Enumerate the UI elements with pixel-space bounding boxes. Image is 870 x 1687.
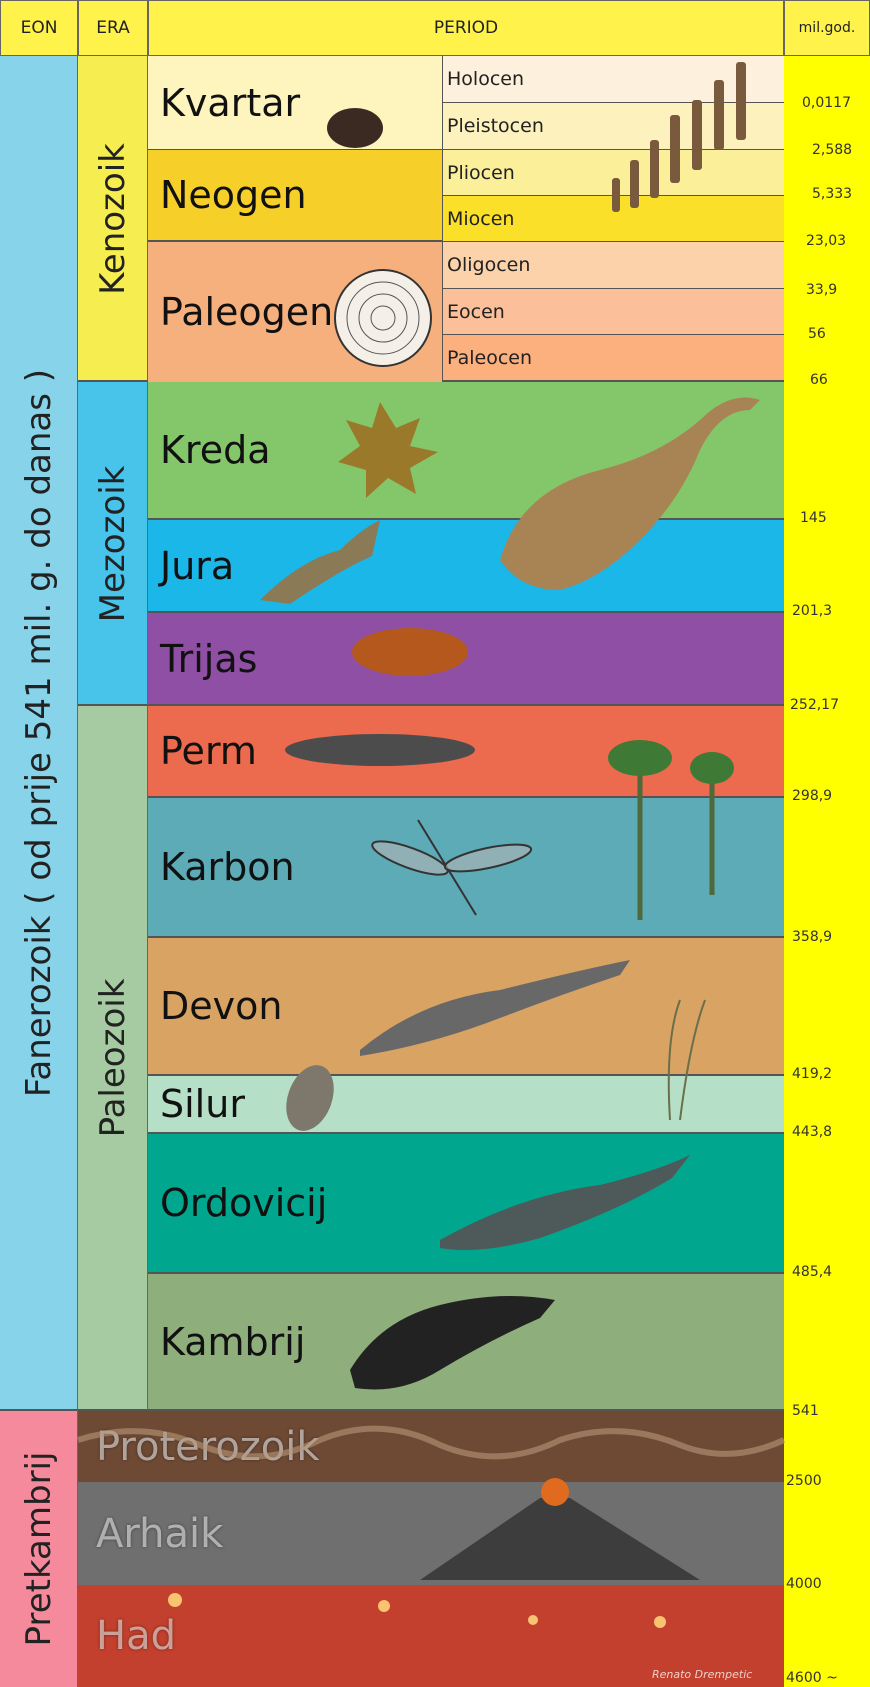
period-kvartar-label: Kvartar <box>160 81 300 125</box>
period-neogen-label: Neogen <box>160 173 307 217</box>
era-mezozoik-label: Mezozoik <box>93 466 133 623</box>
age-label: 66 <box>810 372 828 388</box>
band-proterozoik-label: Proterozoik <box>96 1424 320 1470</box>
era-kenozoik-label: Kenozoik <box>93 143 133 295</box>
age-label: 4600 ~ <box>786 1670 838 1686</box>
epoch-paleocen-label: Paleocen <box>447 347 532 369</box>
age-label: 2,588 <box>812 142 852 158</box>
age-label: 358,9 <box>792 929 832 945</box>
era-paleozoik-label: Paleozoik <box>93 979 133 1138</box>
eon-fanerozoik: Fanerozoik ( od prije 541 mil. g. do dan… <box>0 56 78 1411</box>
eon-pretkambrij: Pretkambrij <box>0 1411 78 1687</box>
epoch-pleistocen-label: Pleistocen <box>447 115 544 137</box>
age-label: 23,03 <box>806 233 846 249</box>
period-perm-label: Perm <box>160 729 257 773</box>
age-label: 33,9 <box>806 282 837 298</box>
period-kvartar: Kvartar <box>148 56 442 150</box>
period-silur-label: Silur <box>160 1082 245 1126</box>
header-age: mil.god. <box>784 0 870 56</box>
age-label: 201,3 <box>792 603 832 619</box>
band-proterozoik: Proterozoik <box>78 1411 784 1482</box>
age-label: 145 <box>800 510 827 526</box>
period-perm: Perm <box>148 706 784 798</box>
age-label: 485,4 <box>792 1264 832 1280</box>
epoch-pliocen-label: Pliocen <box>447 162 515 184</box>
band-arhaik-label: Arhaik <box>96 1511 223 1557</box>
epoch-oligocen: Oligocen <box>442 242 784 289</box>
period-karbon-label: Karbon <box>160 845 295 889</box>
period-trijas-label: Trijas <box>160 637 257 681</box>
period-trijas: Trijas <box>148 613 784 706</box>
band-arhaik: Arhaik <box>78 1482 784 1585</box>
era-mezozoik: Mezozoik <box>78 382 148 706</box>
epoch-pleistocen: Pleistocen <box>442 103 784 150</box>
age-label: 2500 <box>786 1473 822 1489</box>
eon-pretkambrij-label: Pretkambrij <box>19 1452 59 1647</box>
era-kenozoik: Kenozoik <box>78 56 148 382</box>
age-label: 541 <box>792 1403 819 1419</box>
period-karbon: Karbon <box>148 798 784 938</box>
period-kreda: Kreda <box>148 382 784 520</box>
age-column <box>784 56 870 1687</box>
epoch-eocen: Eocen <box>442 289 784 335</box>
age-label: 56 <box>808 326 826 342</box>
period-kreda-label: Kreda <box>160 428 271 472</box>
epoch-holocen-label: Holocen <box>447 68 524 90</box>
period-ordovicij-label: Ordovicij <box>160 1181 327 1225</box>
credit-text: Renato Drempetic <box>652 1668 784 1686</box>
epoch-oligocen-label: Oligocen <box>447 254 530 276</box>
period-neogen: Neogen <box>148 150 442 242</box>
age-label: 298,9 <box>792 788 832 804</box>
epoch-eocen-label: Eocen <box>447 301 505 323</box>
eon-fanerozoik-label: Fanerozoik ( od prije 541 mil. g. do dan… <box>19 369 59 1097</box>
period-jura: Jura <box>148 520 784 613</box>
epoch-pliocen: Pliocen <box>442 150 784 196</box>
epoch-miocen-label: Miocen <box>447 208 514 230</box>
period-silur: Silur <box>148 1076 784 1134</box>
age-label: 419,2 <box>792 1066 832 1082</box>
band-had-label: Had <box>96 1613 176 1659</box>
era-paleozoik: Paleozoik <box>78 706 148 1411</box>
period-devon: Devon <box>148 938 784 1076</box>
header-eon: EON <box>0 0 78 56</box>
header-period: PERIOD <box>148 0 784 56</box>
epoch-holocen: Holocen <box>442 56 784 103</box>
epoch-miocen: Miocen <box>442 196 784 242</box>
period-kambrij-label: Kambrij <box>160 1320 305 1364</box>
period-ordovicij: Ordovicij <box>148 1134 784 1274</box>
period-paleogen-label: Paleogen <box>160 290 333 334</box>
age-label: 443,8 <box>792 1124 832 1140</box>
age-label: 5,333 <box>812 186 852 202</box>
age-label: 4000 <box>786 1576 822 1592</box>
age-label: 0,0117 <box>802 95 851 111</box>
period-paleogen: Paleogen <box>148 242 442 382</box>
epoch-paleocen: Paleocen <box>442 335 784 382</box>
header-era: ERA <box>78 0 148 56</box>
period-jura-label: Jura <box>160 544 234 588</box>
period-kambrij: Kambrij <box>148 1274 784 1411</box>
period-devon-label: Devon <box>160 984 282 1028</box>
age-label: 252,17 <box>790 697 839 713</box>
